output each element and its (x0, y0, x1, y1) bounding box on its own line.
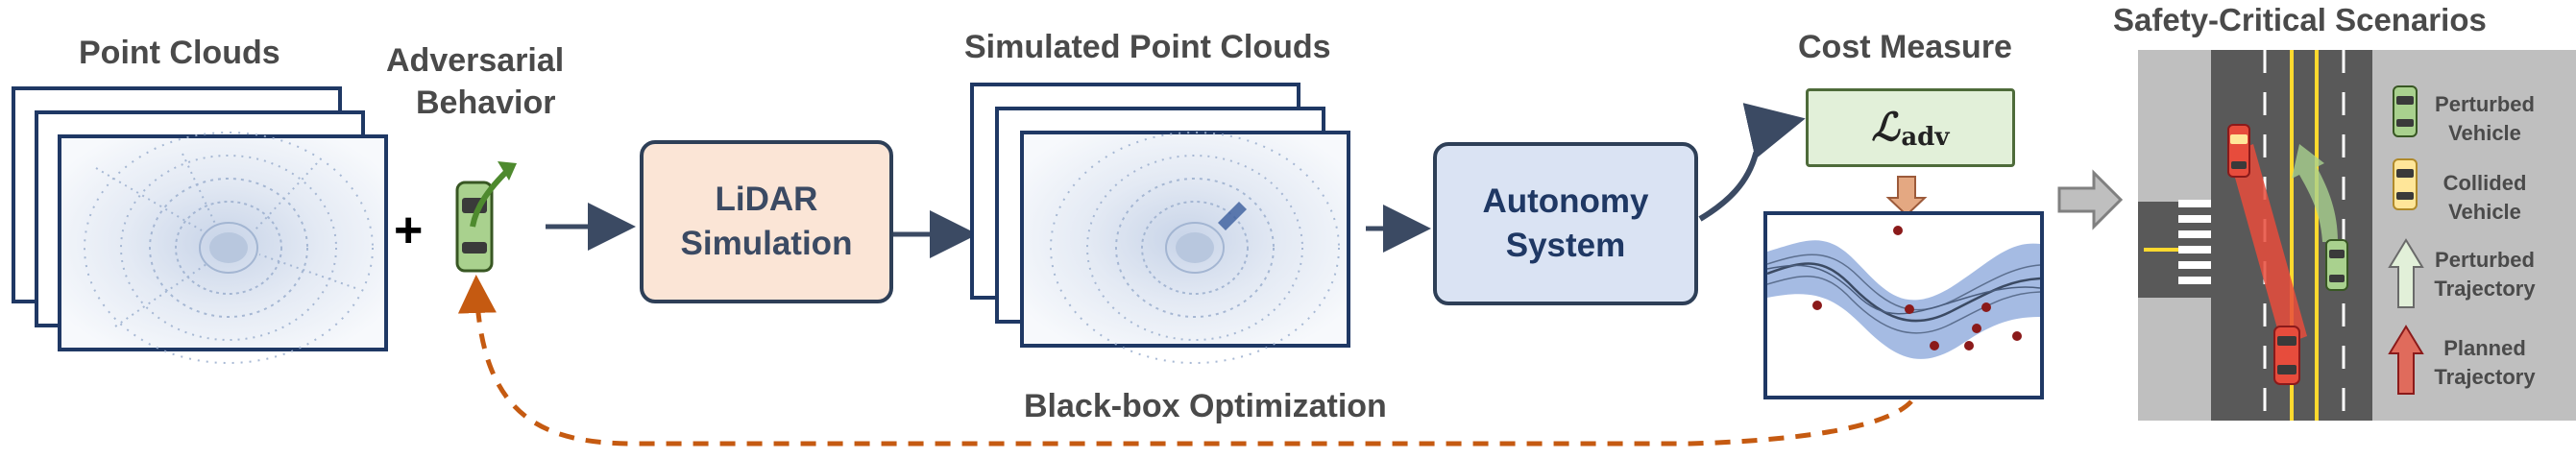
black-box-optimization-label: Black-box Optimization (1024, 388, 1387, 424)
gp-sample-points (1812, 226, 2022, 350)
safety-critical-title: Safety-Critical Scenarios (2113, 2, 2487, 37)
point-cloud-rings (84, 132, 374, 364)
collided-vehicle-icon (2227, 124, 2250, 178)
lidar-box-line1: LiDAR (715, 181, 818, 218)
legend-planned-trajectory-icon (2388, 325, 2424, 395)
adversarial-behavior-title-line2: Behavior (416, 85, 556, 121)
simulated-point-cloud-stack (970, 83, 1350, 364)
simulated-point-clouds-title: Simulated Point Clouds (964, 29, 1331, 65)
autonomy-system-box: Autonomy System (1433, 142, 1698, 305)
plus-sign: + (394, 203, 424, 258)
legend-perturbed-vehicle-icon (2393, 85, 2418, 137)
autonomy-box-line2: System (1505, 227, 1626, 264)
legend-collided-vehicle-icon (2393, 158, 2418, 210)
adversarial-behavior-title-line1: Adversarial (386, 42, 565, 79)
lidar-box-line2: Simulation (680, 225, 853, 262)
point-clouds-title: Point Clouds (79, 35, 280, 71)
cost-gp-plot (1763, 211, 2044, 399)
point-cloud-stack (12, 86, 388, 364)
cost-measure-title: Cost Measure (1798, 29, 2012, 65)
adversarial-car-icon (455, 161, 517, 273)
perturbed-vehicle-icon (2325, 239, 2348, 291)
lidar-simulation-box: LiDAR Simulation (640, 140, 893, 303)
legend-perturbed-trajectory-icon (2388, 238, 2424, 308)
ego-vehicle-icon (2273, 326, 2300, 385)
loss-subscript: adv (1901, 123, 1950, 152)
scenario-panel (2138, 50, 2576, 421)
loss-symbol: ℒ (1871, 105, 1900, 150)
autonomy-box-line1: Autonomy (1482, 182, 1649, 220)
